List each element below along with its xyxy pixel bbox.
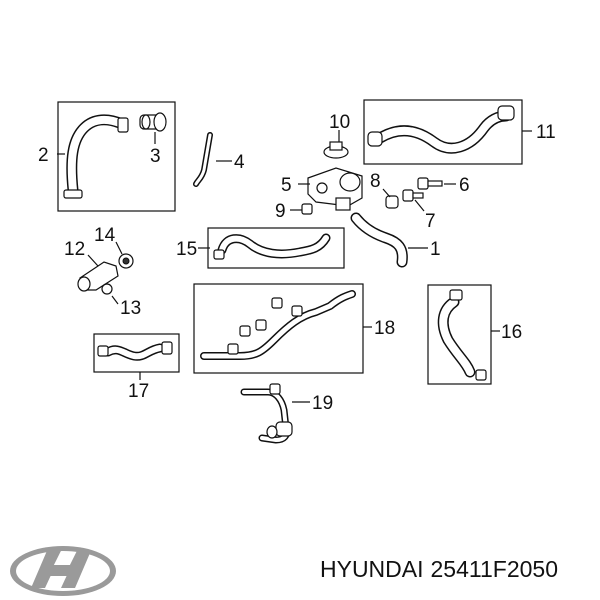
pipe-part-4 <box>193 132 213 187</box>
group-box-11 <box>363 99 523 165</box>
pipe-part-18 <box>200 290 356 360</box>
callout-19: 19 <box>312 393 333 414</box>
callout-14: 14 <box>94 225 116 246</box>
housing-part-5 <box>307 167 363 211</box>
callout-2: 2 <box>38 145 49 166</box>
hose-part-17 <box>97 341 173 361</box>
group-box-2-3 <box>57 101 176 212</box>
bolt-part-6 <box>417 177 443 190</box>
callout-11: 11 <box>536 122 556 143</box>
hyundai-logo-icon <box>10 546 116 596</box>
callout-17: 17 <box>128 381 149 402</box>
hose-part-16 <box>437 289 487 381</box>
callout-12: 12 <box>64 239 85 260</box>
part-number: 25411F2050 <box>430 556 558 582</box>
hose-part-1 <box>350 212 408 268</box>
callout-7: 7 <box>425 211 436 232</box>
hose-part-15 <box>213 233 331 260</box>
callout-10: 10 <box>329 112 350 133</box>
callout-8: 8 <box>370 171 381 192</box>
bolt-part-7 <box>402 189 424 202</box>
callout-6: 6 <box>459 175 470 196</box>
group-box-18 <box>193 283 364 374</box>
fitting-part-3 <box>139 112 167 132</box>
hose-part-11 <box>367 105 515 154</box>
callout-1: 1 <box>430 239 441 260</box>
callout-9: 9 <box>275 201 286 222</box>
callout-18: 18 <box>374 318 395 339</box>
sensor-part-14 <box>118 253 134 269</box>
pipe-part-19 <box>240 383 293 444</box>
fitting-part-12 <box>77 261 119 292</box>
group-box-15 <box>207 227 345 269</box>
hose-part-2 <box>63 114 129 199</box>
group-box-16 <box>427 284 492 385</box>
group-box-17 <box>93 333 180 373</box>
callout-13: 13 <box>120 298 141 319</box>
plug-part-8 <box>385 195 399 209</box>
callout-5: 5 <box>281 175 292 196</box>
callout-4: 4 <box>234 152 245 173</box>
nut-part-13 <box>101 283 113 295</box>
cap-part-10 <box>323 141 349 159</box>
clip-part-9 <box>301 203 313 215</box>
callout-16: 16 <box>501 322 522 343</box>
callout-15: 15 <box>176 239 197 260</box>
brand-name: HYUNDAI <box>320 556 424 582</box>
callout-3: 3 <box>150 146 161 167</box>
